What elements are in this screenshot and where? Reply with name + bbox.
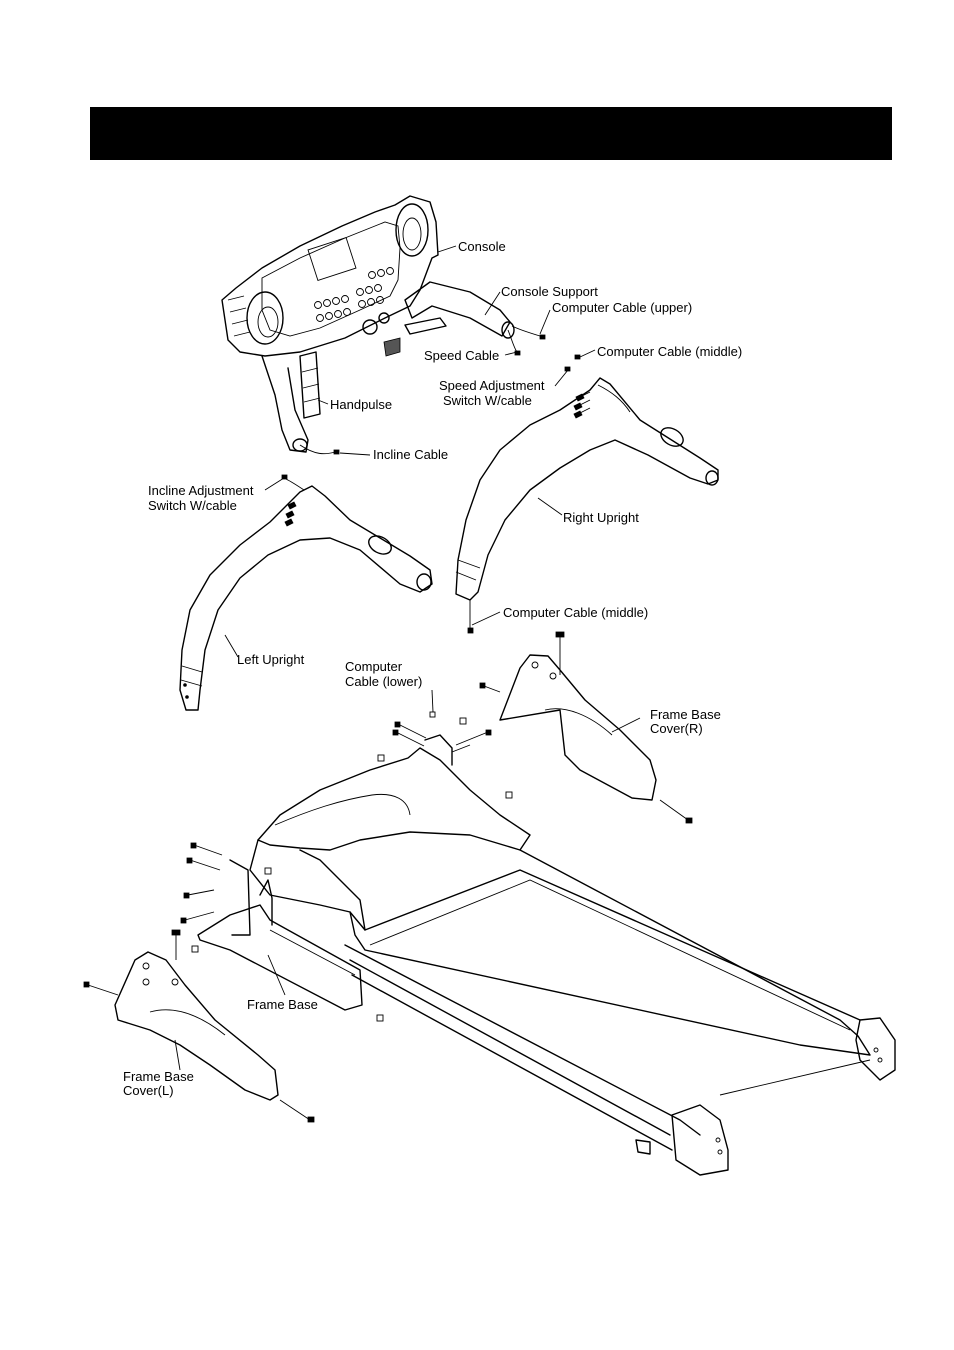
label-frame-base-cover-r-line1: Frame Base — [650, 708, 721, 722]
label-console-support: Console Support — [501, 285, 598, 299]
console-drawing — [222, 196, 545, 454]
label-incline-adjustment-line2: Switch W/cable — [148, 499, 237, 513]
label-speed-adjustment-line1: Speed Adjustment — [439, 379, 545, 393]
label-incline-cable: Incline Cable — [373, 448, 448, 462]
treadmill-base-drawing — [84, 632, 895, 1175]
label-computer-cable-middle-top: Computer Cable (middle) — [597, 345, 742, 359]
label-left-upright: Left Upright — [237, 653, 304, 667]
label-frame-base-cover-l-line2: Cover(L) — [123, 1084, 174, 1098]
label-incline-adjustment-line1: Incline Adjustment — [148, 484, 254, 498]
label-computer-cable-upper: Computer Cable (upper) — [552, 301, 692, 315]
label-handpulse: Handpulse — [330, 398, 392, 412]
label-frame-base-cover-l-line1: Frame Base — [123, 1070, 194, 1084]
label-speed-adjustment-line2: Switch W/cable — [443, 394, 532, 408]
label-computer-cable-lower-line1: Computer — [345, 660, 402, 674]
label-computer-cable-lower-line2: Cable (lower) — [345, 675, 422, 689]
label-frame-base: Frame Base — [247, 998, 318, 1012]
label-speed-cable: Speed Cable — [424, 349, 499, 363]
label-console: Console — [458, 240, 506, 254]
label-computer-cable-middle-bottom: Computer Cable (middle) — [503, 606, 648, 620]
label-frame-base-cover-r-line2: Cover(R) — [650, 722, 703, 736]
label-right-upright: Right Upright — [563, 511, 639, 525]
